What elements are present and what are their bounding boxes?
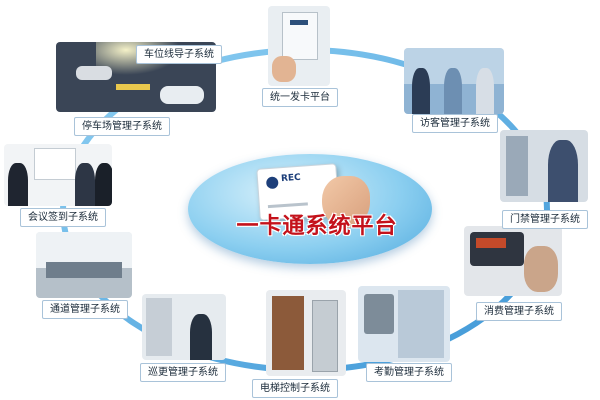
hand-image [322,176,370,228]
node-label-elevator: 电梯控制子系统 [252,379,338,398]
node-label-meeting: 会议签到子系统 [20,208,106,227]
node-label-consumption: 消费管理子系统 [476,302,562,321]
card-logo-icon [265,176,279,190]
node-label-visitor: 访客管理子系统 [412,114,498,133]
node-label-attendance: 考勤管理子系统 [366,363,452,382]
node-label-patrol: 巡更管理子系统 [140,363,226,382]
meeting-photo [4,144,112,206]
visitor-photo [404,48,504,114]
node-label-passage: 通道管理子系统 [42,300,128,319]
consumption-photo [464,226,562,296]
attendance-photo [358,286,450,362]
access-control-photo [500,130,588,202]
center-title: 一卡通系统平台 [236,214,398,239]
node-label-parking-guidance: 车位线导子系统 [136,45,222,64]
passage-photo [36,232,132,298]
card-brand: REC [280,172,302,185]
card-issuing-photo [268,6,330,86]
node-label-parking: 停车场管理子系统 [74,117,170,136]
patrol-photo [142,294,226,360]
node-label-card-issuing: 统一发卡平台 [262,88,338,107]
elevator-photo [266,290,346,376]
node-label-access-control: 门禁管理子系统 [502,210,588,229]
